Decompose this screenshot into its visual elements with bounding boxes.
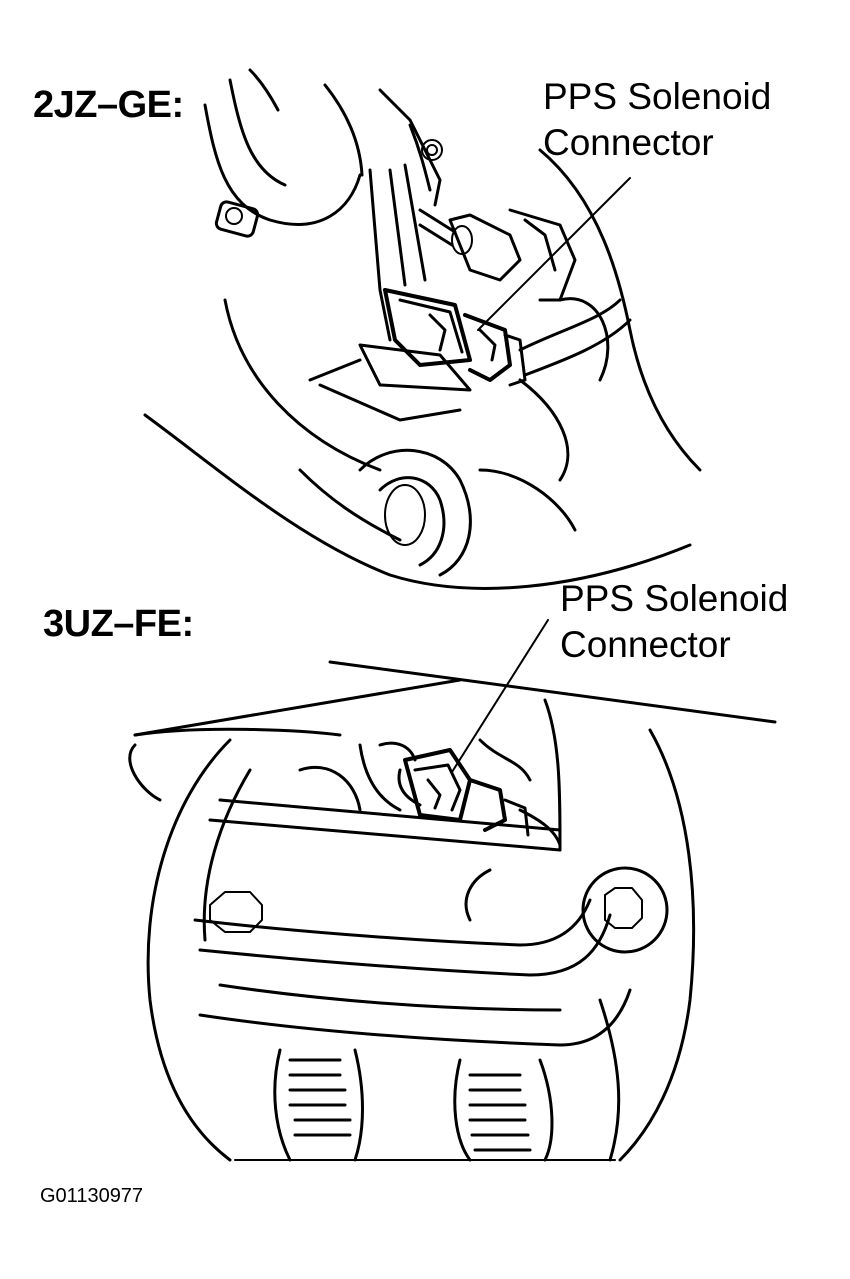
callout-leader-3uz-fe	[451, 619, 549, 773]
callout-leader-2jz-ge	[477, 177, 631, 331]
engine-illustration-2jz-ge	[143, 68, 702, 590]
figure-id: G01130977	[40, 1185, 144, 1207]
engine-illustration-3uz-fe	[128, 660, 777, 1162]
callout-line2: Connector	[560, 624, 731, 665]
callout-line1: PPS Solenoid	[543, 76, 772, 117]
callout-line1: PPS Solenoid	[560, 578, 789, 619]
callout-line2: Connector	[543, 122, 714, 163]
callout-pps-solenoid-connector-2jz-ge: PPS Solenoid Connector	[543, 74, 771, 166]
callout-pps-solenoid-connector-3uz-fe: PPS Solenoid Connector	[560, 576, 788, 668]
engine-label-3uz-fe: 3UZ–FE:	[43, 603, 194, 645]
engine-label-2jz-ge: 2JZ–GE:	[33, 84, 184, 126]
